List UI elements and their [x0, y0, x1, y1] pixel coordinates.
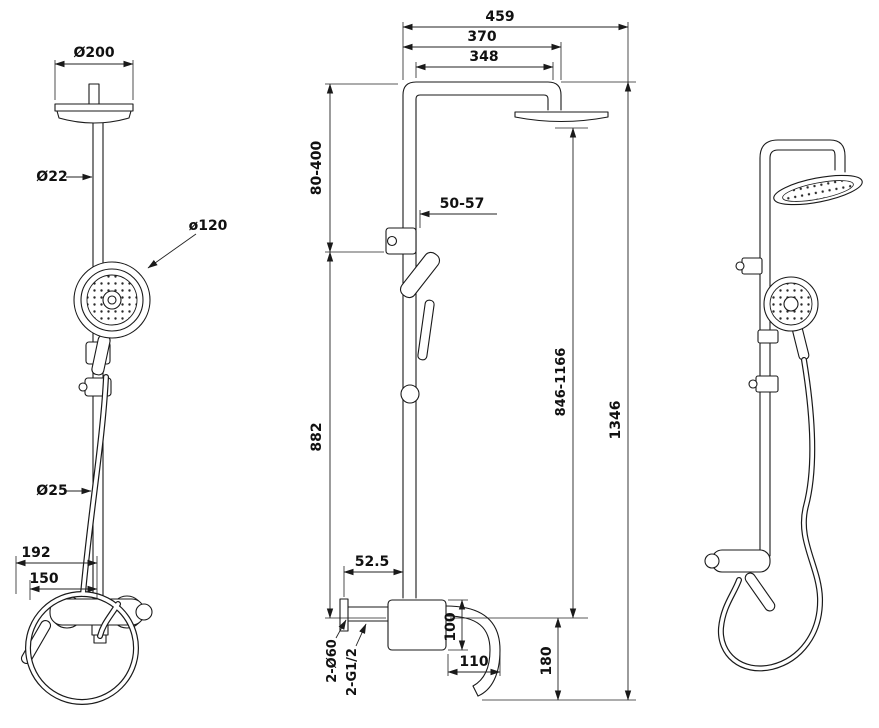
hand-shower [73, 261, 151, 376]
dim-192: 192 [21, 545, 50, 561]
dim-80-400: 80-400 [309, 140, 325, 195]
front-view: Ø200 Ø22 ø120 Ø25 192 150 [15, 45, 228, 705]
dim-hand-shower-diameter: ø120 [189, 218, 228, 234]
tub-spout [445, 605, 501, 697]
hose-ring [400, 384, 420, 404]
side-dimensions: 459 370 348 80-400 882 50-57 846 [309, 9, 636, 701]
dim-1346: 1346 [608, 401, 624, 440]
slider-knob [78, 382, 88, 392]
mixer-side [339, 598, 501, 697]
dim-348: 348 [469, 49, 498, 65]
riser-and-arm [402, 81, 562, 599]
hose-pictorial [717, 357, 824, 672]
hand-shower-side [399, 251, 441, 361]
front-dimensions: Ø200 Ø22 ø120 Ø25 192 150 [15, 45, 228, 600]
dim-pipe-diameter: Ø22 [36, 169, 67, 185]
rain-head-side [514, 111, 609, 123]
slider-pictorial [755, 375, 779, 393]
diverter-knob [135, 603, 153, 621]
hand-shower-pictorial [763, 276, 819, 361]
wall-escutcheon-side [339, 598, 349, 632]
rain-head-pictorial [773, 174, 863, 206]
dim-459: 459 [485, 9, 514, 25]
holder-pictorial [757, 329, 779, 344]
dim-2-g12: 2-G1/2 [345, 648, 360, 696]
dim-110: 110 [459, 654, 488, 670]
dim-100: 100 [443, 612, 459, 641]
head-stem [88, 83, 100, 105]
dim-head-diameter: Ø200 [73, 45, 114, 61]
dim-50-57: 50-57 [440, 196, 485, 212]
dim-2-o60: 2-Ø60 [325, 639, 340, 683]
pictorial-view [704, 139, 863, 672]
rain-head [54, 103, 134, 124]
dim-150: 150 [29, 571, 58, 587]
shower-hose [25, 374, 139, 705]
dim-riser-diameter: Ø25 [36, 483, 67, 499]
side-view: 459 370 348 80-400 882 50-57 846 [309, 9, 636, 701]
holder-bracket-side [385, 227, 417, 255]
mixer-body-side [387, 599, 447, 651]
dim-180: 180 [539, 646, 555, 675]
mixer-pictorial [704, 549, 776, 612]
dim-370: 370 [467, 29, 496, 45]
dim-846-1166: 846-1166 [554, 348, 569, 417]
wall-bracket-pictorial [741, 257, 763, 275]
dim-52-5: 52.5 [355, 554, 390, 570]
dim-882: 882 [309, 422, 325, 451]
